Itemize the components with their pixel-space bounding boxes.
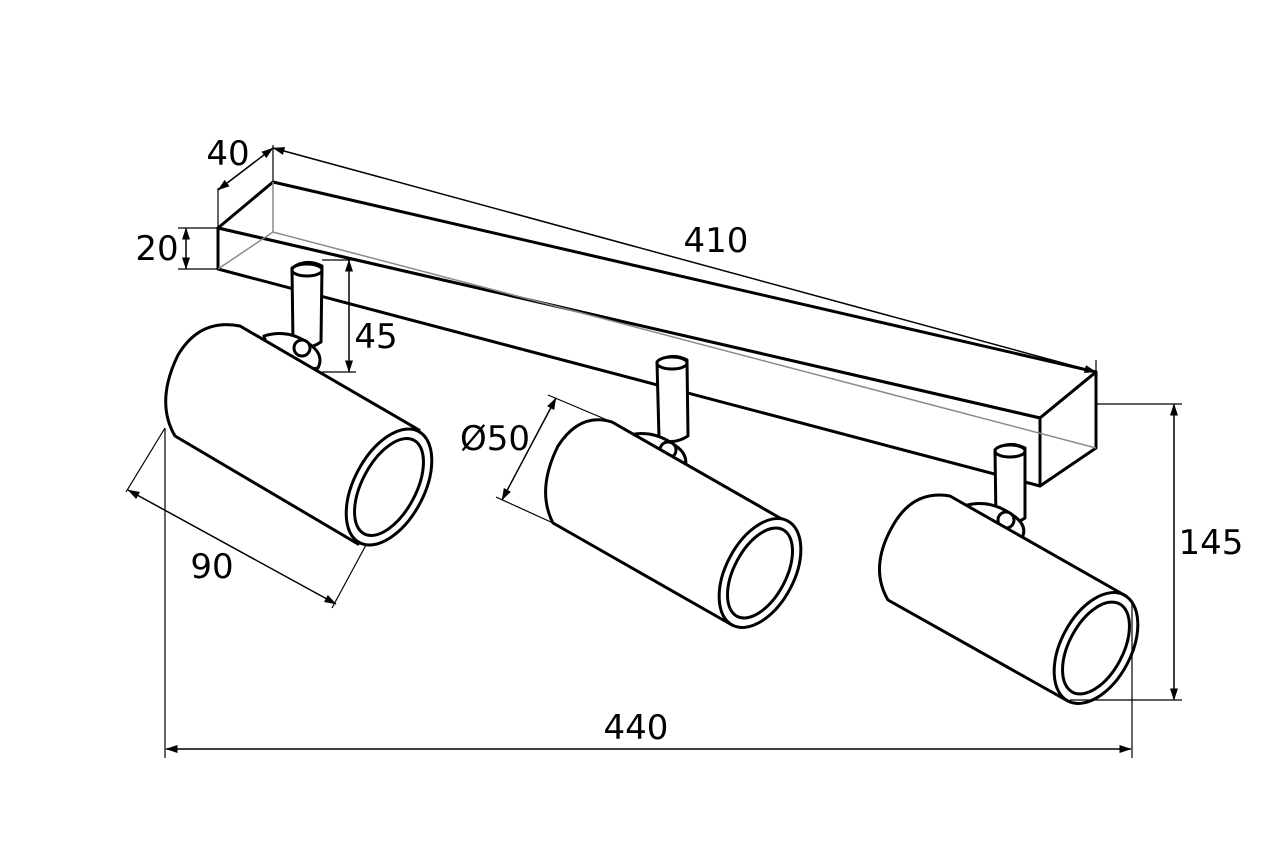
dimension-label-45: 45 [354,317,397,357]
dimension-diameter: Ø50 [460,394,613,524]
dimension-45: 45 [322,259,398,373]
dimension-label-20: 20 [135,229,178,269]
dimension-90: 90 [125,427,367,609]
spotlight-right [878,443,1140,705]
dimension-label-410: 410 [684,221,749,261]
spotlight-middle-lens [726,526,794,620]
dimension-label-90: 90 [190,547,233,587]
dimension-40: 40 [206,134,274,228]
dimension-440: 440 [164,428,1133,758]
dimension-410: 410 [272,145,1097,373]
dimension-145: 145 [1070,403,1244,701]
spotlight-right-lens [1061,600,1131,696]
dimension-label-145: 145 [1179,523,1244,563]
dimension-label-diameter: Ø50 [460,419,530,459]
spotlight-middle [544,355,803,629]
spotlight-left-lens [353,437,425,537]
dimension-20: 20 [135,227,218,270]
dimension-label-440: 440 [604,708,669,748]
dimension-label-40: 40 [206,134,249,174]
